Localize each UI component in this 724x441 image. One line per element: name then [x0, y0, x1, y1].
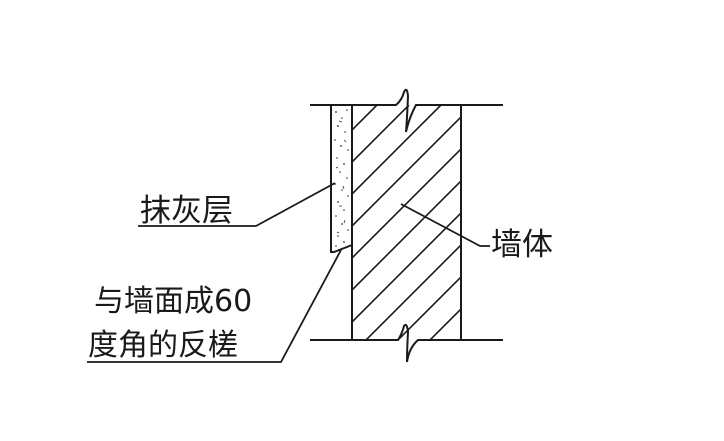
plaster-leader: [138, 182, 336, 227]
plaster-speckle: [334, 109, 349, 247]
wall-leader: [400, 203, 490, 247]
bottom-break-line: [310, 323, 503, 363]
label-plaster-layer: 抹灰层: [140, 193, 233, 229]
label-reverse-slope-line1: 与墙面成60: [94, 284, 253, 319]
label-reverse-slope-line2: 度角的反槎: [88, 328, 238, 363]
plaster-layer: [330, 104, 353, 253]
leader-lines: [87, 182, 490, 363]
reverse-slope-leader: [87, 249, 342, 363]
label-wall: 墙体: [491, 227, 553, 263]
top-break-line: [310, 88, 503, 133]
wall-hatching: [352, 105, 461, 340]
